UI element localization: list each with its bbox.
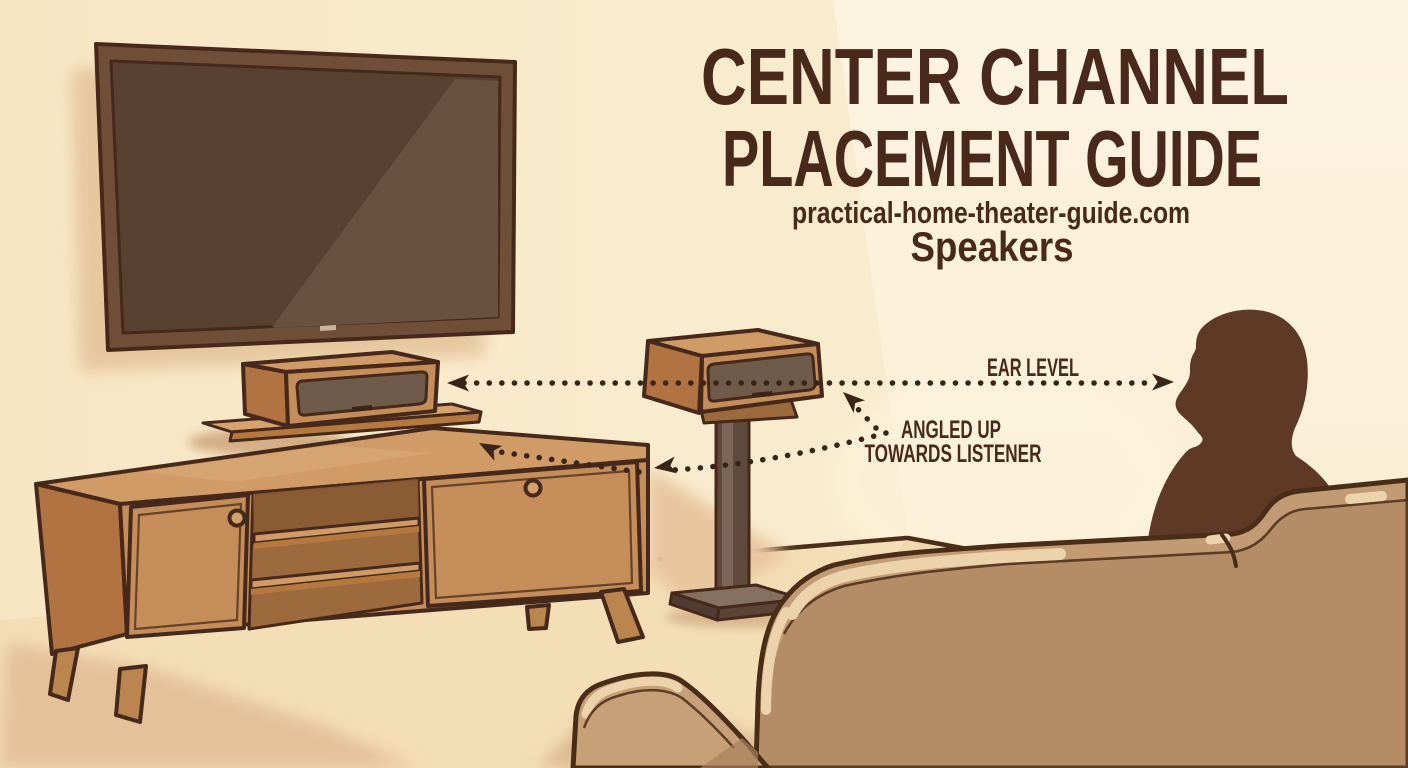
wall-light-patch [830,370,1170,590]
couch-cushion-step-line [1220,533,1238,568]
speaker-on-stand [642,328,824,622]
couch-armrest [570,671,771,768]
annotation-text: EAR LEVEL ANGLED UP TOWARDS LISTENER [865,354,1080,468]
center-speaker-side [241,362,290,428]
center-speaker-grille [295,370,429,417]
website-text: practical-home-theater-guide.com [792,195,1190,230]
angled-up-dotted-line [850,401,879,431]
title-line-2: PLACEMENT GUIDE [722,114,1262,203]
couch-gap-shadow [700,738,758,768]
stand-speaker-grille [706,352,817,403]
stand-column-highlight [722,420,733,592]
couch-armrest-highlight [581,676,683,719]
console-left-panel [34,482,129,656]
towards-console-dotted-line [670,430,889,473]
console-leg [599,587,645,644]
couch-top-highlight [786,548,1066,620]
title-line-1: CENTER CHANNEL [701,32,1289,121]
console-floor-shadow [0,642,420,768]
header-text: CENTER CHANNEL PLACEMENT GUIDE practical… [701,32,1289,270]
center-speaker-port [352,405,372,412]
speaker-shelf-edge [228,410,483,443]
ear-level-arrow [447,373,1174,392]
towards-shelf-dotted-line [497,449,642,475]
tv-logo [320,325,336,331]
couch-back [753,477,1408,768]
angled-up-label-line-1: ANGLED UP [901,416,1001,444]
angled-up-arrow [475,385,889,477]
tv-screen-glare [272,79,498,328]
couch-highlight-patch [1345,491,1387,504]
console-leg [114,664,148,724]
door-knob-left [227,508,247,528]
angled-up-label-line-2: TOWARDS LISTENER [865,440,1042,468]
console-shelf2-edge [251,571,420,595]
couch-armrest-seam [582,688,735,749]
couch-left-highlight [761,607,791,715]
console-top-sheen [140,445,430,482]
console-door-left [125,493,250,639]
console-shelf-edge [254,526,419,549]
door-knob-right [523,478,543,498]
couch [570,477,1408,768]
console-leg [525,603,551,631]
ear-level-label: EAR LEVEL [987,354,1079,382]
stand-speaker-port [752,391,772,398]
wall-mounted-tv [94,42,517,352]
console-door-right [422,460,643,608]
console-leg [48,646,80,702]
media-console [34,426,650,724]
center-channel-speaker-on-shelf [201,350,483,443]
subtitle-text: Speakers [911,223,1074,270]
stand-speaker-side [642,339,704,415]
couch-back-seam [760,500,1408,768]
console-door-right-inset [430,469,634,600]
couch-back-seam-line [782,498,1408,635]
console-door-left-inset [133,502,243,631]
